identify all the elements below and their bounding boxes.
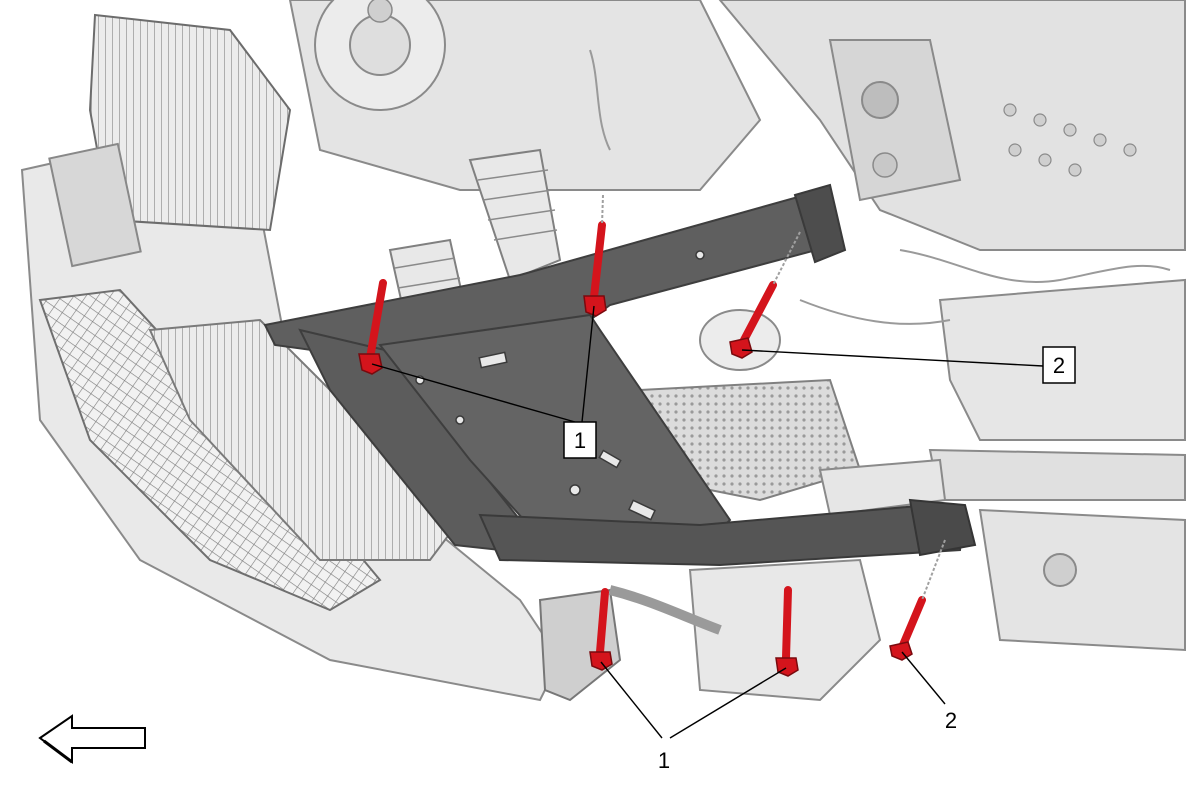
- leader-lines: [371, 305, 1044, 739]
- fasteners: [358, 194, 946, 677]
- callout-2-boxed: 2: [1042, 346, 1076, 384]
- frame-holes: [1003, 103, 1137, 177]
- frame-rail: [828, 39, 962, 202]
- callout-label: 2: [945, 708, 957, 733]
- bolt-1-center-top: [583, 194, 607, 317]
- wiring: [589, 49, 1171, 325]
- rear-subframe: [978, 508, 1186, 652]
- bolt-2-lower: [889, 539, 946, 661]
- crossmember-holes: [415, 250, 705, 521]
- air-deflector: [538, 588, 622, 702]
- radiator: [148, 318, 462, 561]
- grille-frame: [48, 142, 142, 268]
- arrow-left-outline-icon: [38, 714, 146, 764]
- front-crossmember: [263, 183, 977, 567]
- callout-box: [1042, 346, 1076, 384]
- callout-label: 1: [658, 748, 670, 773]
- exhaust-pipe: [928, 448, 1186, 501]
- callout-label: 1: [574, 428, 586, 453]
- coolant-hose: [608, 585, 722, 635]
- background-components: [20, 0, 1186, 702]
- callout-label: 2: [1053, 353, 1065, 378]
- callout-box: [563, 421, 597, 459]
- bolt-1-left-top: [358, 279, 387, 375]
- upper-grille: [88, 13, 292, 232]
- crossmember-right-bracket: [793, 183, 847, 264]
- callout-2-free: 2: [945, 708, 957, 733]
- callout-1-boxed: 1: [563, 421, 597, 459]
- bolt-1-lower-left: [589, 588, 613, 671]
- crossmember-lower-bracket: [908, 498, 977, 557]
- callout-1-free: 1: [658, 748, 670, 773]
- bolt-2-upper: [729, 231, 801, 359]
